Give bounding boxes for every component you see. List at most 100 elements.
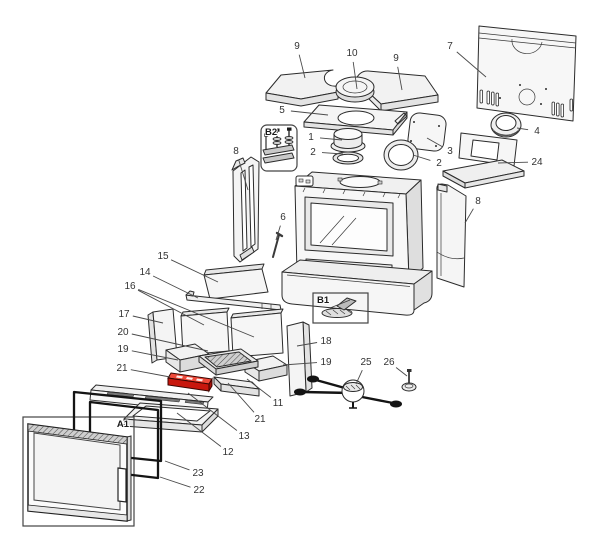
callout-24: 24 [531,157,543,168]
callout-22: 22 [193,485,205,496]
callout-8a: 8 [233,146,239,157]
leader-line-3 [426,137,443,147]
callout-16: 16 [124,281,136,292]
group-box-b2 [260,124,298,172]
part-blanking-plate [407,112,447,152]
leader-line-11 [246,378,272,398]
leader-line-9a [298,54,306,79]
callout-6: 6 [280,212,286,223]
leader-line-9b [397,66,403,91]
leader-line-25 [355,370,363,385]
leader-line-13 [187,392,238,431]
leader-line-19a [131,350,179,361]
callout-19a: 19 [117,344,129,355]
callout-19b: 19 [320,357,332,368]
group-box-a1 [22,416,135,527]
callout-4: 4 [534,126,540,137]
callout-5: 5 [279,105,285,116]
door-handle [117,467,127,503]
part-grate-bar-highlighted [167,372,213,393]
group-label-b1: B1 [317,295,330,306]
callout-14: 14 [139,267,151,278]
leader-line-10 [352,61,358,90]
callout-17: 17 [118,309,130,320]
callout-20: 20 [117,327,129,338]
callout-9b: 9 [393,53,399,64]
callout-9a: 9 [294,41,300,52]
part-baffle-plate [203,263,269,300]
b2-bracket-1 [262,144,295,156]
part-door-assembly [27,423,132,522]
leader-line-4 [516,127,529,131]
leader-line-22 [159,476,191,488]
callout-7: 7 [447,41,453,52]
leader-line-2b [412,154,431,161]
callout-23: 23 [192,468,204,479]
part-top-plate [303,104,408,136]
group-box-b1 [312,292,369,324]
leader-line-2a [321,152,344,155]
callout-8b: 8 [475,196,481,207]
part-side-panel-right [436,183,467,288]
leader-line-21b [227,382,255,413]
leader-line-24 [497,161,529,164]
b1-damper-mechanism [321,297,357,318]
part-shaker-grate-tray [198,348,259,376]
callout-11: 11 [273,398,284,409]
callout-10: 10 [346,48,358,59]
leader-line-18 [296,342,318,347]
leader-line-5 [290,110,329,116]
leader-line-6 [275,225,281,241]
leader-line-15 [170,259,219,283]
part-rear-flue-collar [490,112,522,138]
leader-line-26 [395,367,408,377]
part-top-plate-left [265,69,339,107]
leader-line-8a [238,159,249,191]
part-round-cover [335,76,375,103]
b2-bolts [264,127,294,150]
leader-line-17 [132,315,164,324]
leader-line-8b [464,208,474,224]
callout-2b: 2 [436,158,442,169]
leader-line-16 [137,289,205,326]
leader-line-19b [282,362,318,366]
leader-line-12 [176,412,222,447]
part-flue-collar [330,128,366,153]
callout-25: 25 [360,357,372,368]
leader-line-23 [164,460,190,471]
leader-line-20 [131,333,209,352]
firebox-glass [310,202,388,252]
part-gasket-rear [383,139,419,171]
part-rear-heat-shield [476,25,577,122]
group-label-b2: B2 [265,127,277,138]
group-label-a1: A1 [117,419,130,430]
part-side-brick-right [286,321,313,397]
leader-line-16 [138,288,255,338]
part-air-channel [213,376,260,397]
callout-2a: 2 [310,147,316,158]
part-top-plate-right [355,70,439,112]
part-back-brick-right [230,308,284,358]
callout-12: 12 [222,447,234,458]
part-gasket-front [332,151,364,165]
part-side-panel-left [231,156,260,263]
callout-1: 1 [308,132,314,143]
callout-13: 13 [238,431,250,442]
part-convection-box [442,132,525,189]
callout-21b: 21 [254,414,266,425]
leader-line-7 [456,51,487,78]
leader-line-21a [130,369,171,378]
door-glass [33,432,121,511]
leader-line-14 [152,275,199,299]
callout-18: 18 [320,336,332,347]
callout-15: 15 [157,251,169,262]
leader-line-1 [319,137,343,141]
b2-bracket-2 [262,152,295,164]
callout-21a: 21 [116,363,128,374]
part-levelling-foot [401,369,417,392]
callout-3: 3 [447,146,453,157]
part-swivel-base [294,375,402,409]
